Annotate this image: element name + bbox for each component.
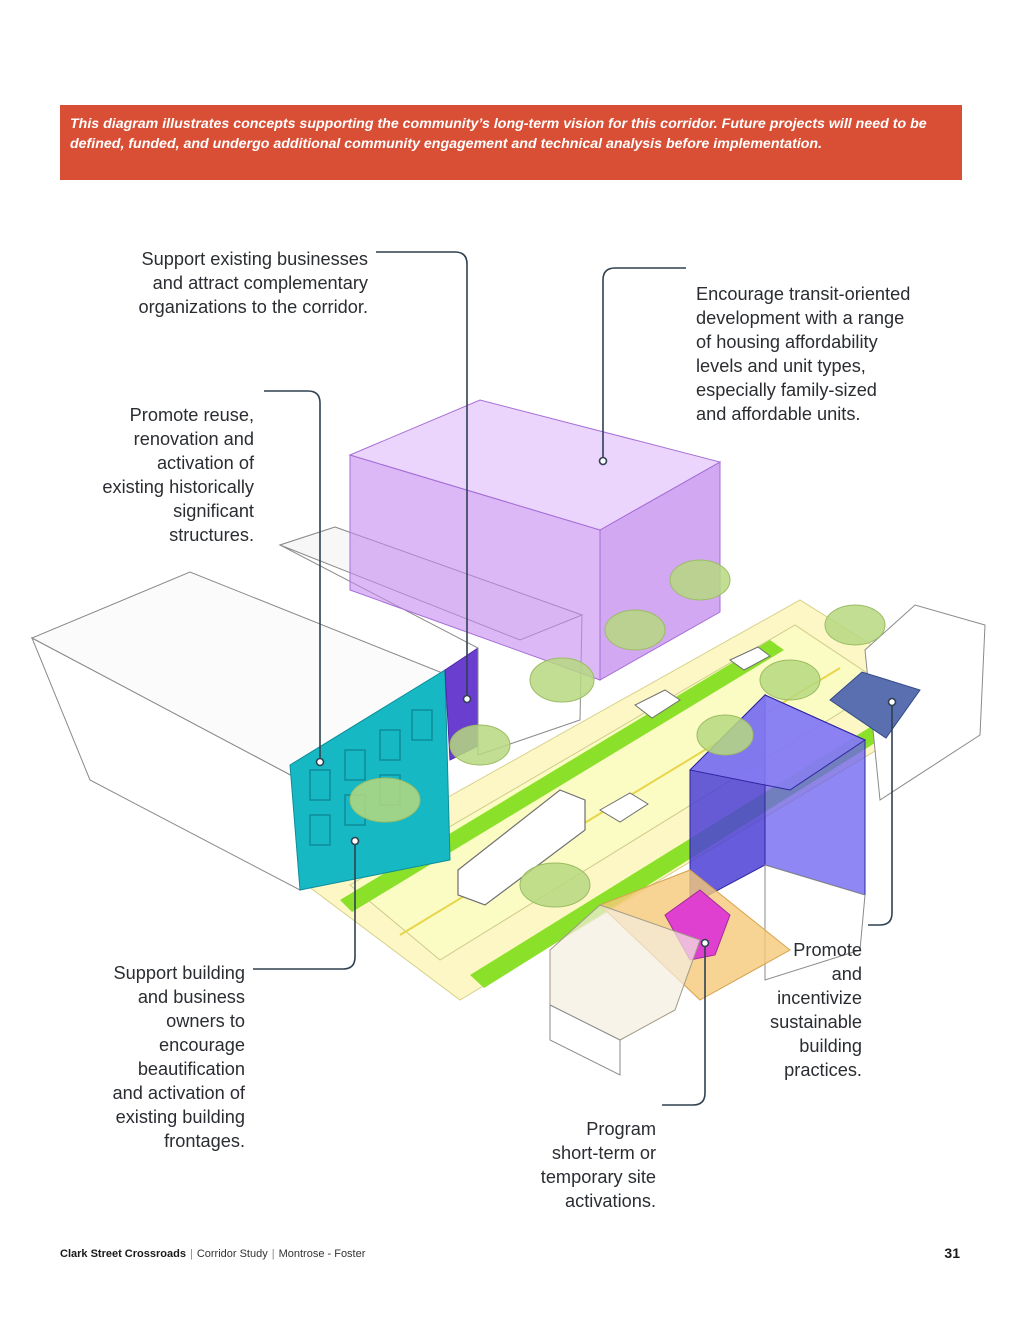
callout-sustainable-building: Promote and incentivize sustainable buil… xyxy=(740,914,862,1082)
page-number: 31 xyxy=(944,1245,960,1261)
footer-study: Corridor Study xyxy=(196,1248,268,1260)
car-1 xyxy=(634,689,681,719)
right-building xyxy=(864,604,986,801)
disclaimer-banner: This diagram illustrates concepts suppor… xyxy=(60,105,962,180)
callout-promote-reuse: Promote reuse, renovation and activation… xyxy=(60,379,254,547)
leader-reuse xyxy=(264,390,321,758)
leader-transit xyxy=(602,267,686,457)
car-2 xyxy=(729,646,771,671)
footer-separator: | xyxy=(189,1248,193,1260)
pop-up-pavilion-base xyxy=(549,1004,621,1076)
callout-leader-lines xyxy=(253,251,893,1106)
leader-businesses xyxy=(376,251,468,696)
callout-reuse-text: Promote reuse, renovation and activation… xyxy=(102,405,254,545)
callout-sustainable-text: Promote and incentivize sustainable buil… xyxy=(769,940,862,1080)
bike-lane-west xyxy=(340,640,784,912)
callout-transit-oriented: Encourage transit-oriented development w… xyxy=(696,258,956,426)
leader-temporary xyxy=(662,946,706,1106)
leader-beautification xyxy=(253,845,356,970)
footer-area: Montrose - Foster xyxy=(278,1248,366,1260)
transit-development-block-top xyxy=(348,399,722,531)
page-footer: Clark Street Crossroads|Corridor Study|M… xyxy=(60,1248,365,1260)
car-3 xyxy=(599,792,649,823)
callout-anchor-dots xyxy=(315,456,897,948)
callout-temporary-text: Program short-term or temporary site act… xyxy=(540,1119,656,1211)
solar-panels xyxy=(829,671,921,739)
callout-beautification: Support building and business owners to … xyxy=(60,937,245,1153)
disclaimer-text: This diagram illustrates concepts suppor… xyxy=(70,116,927,152)
footer-separator: | xyxy=(271,1248,275,1260)
callout-businesses-text: Support existing businesses and attract … xyxy=(138,249,369,317)
callout-transit-text: Encourage transit-oriented development w… xyxy=(696,284,911,424)
callout-beautification-text: Support building and business owners to … xyxy=(112,963,245,1151)
leader-sustainable xyxy=(868,705,893,926)
bus xyxy=(457,789,586,906)
callout-support-businesses: Support existing businesses and attract … xyxy=(80,223,369,319)
street-trees xyxy=(349,559,886,908)
footer-brand: Clark Street Crossroads xyxy=(60,1248,186,1260)
callout-temporary-activation: Program short-term or temporary site act… xyxy=(500,1093,656,1213)
